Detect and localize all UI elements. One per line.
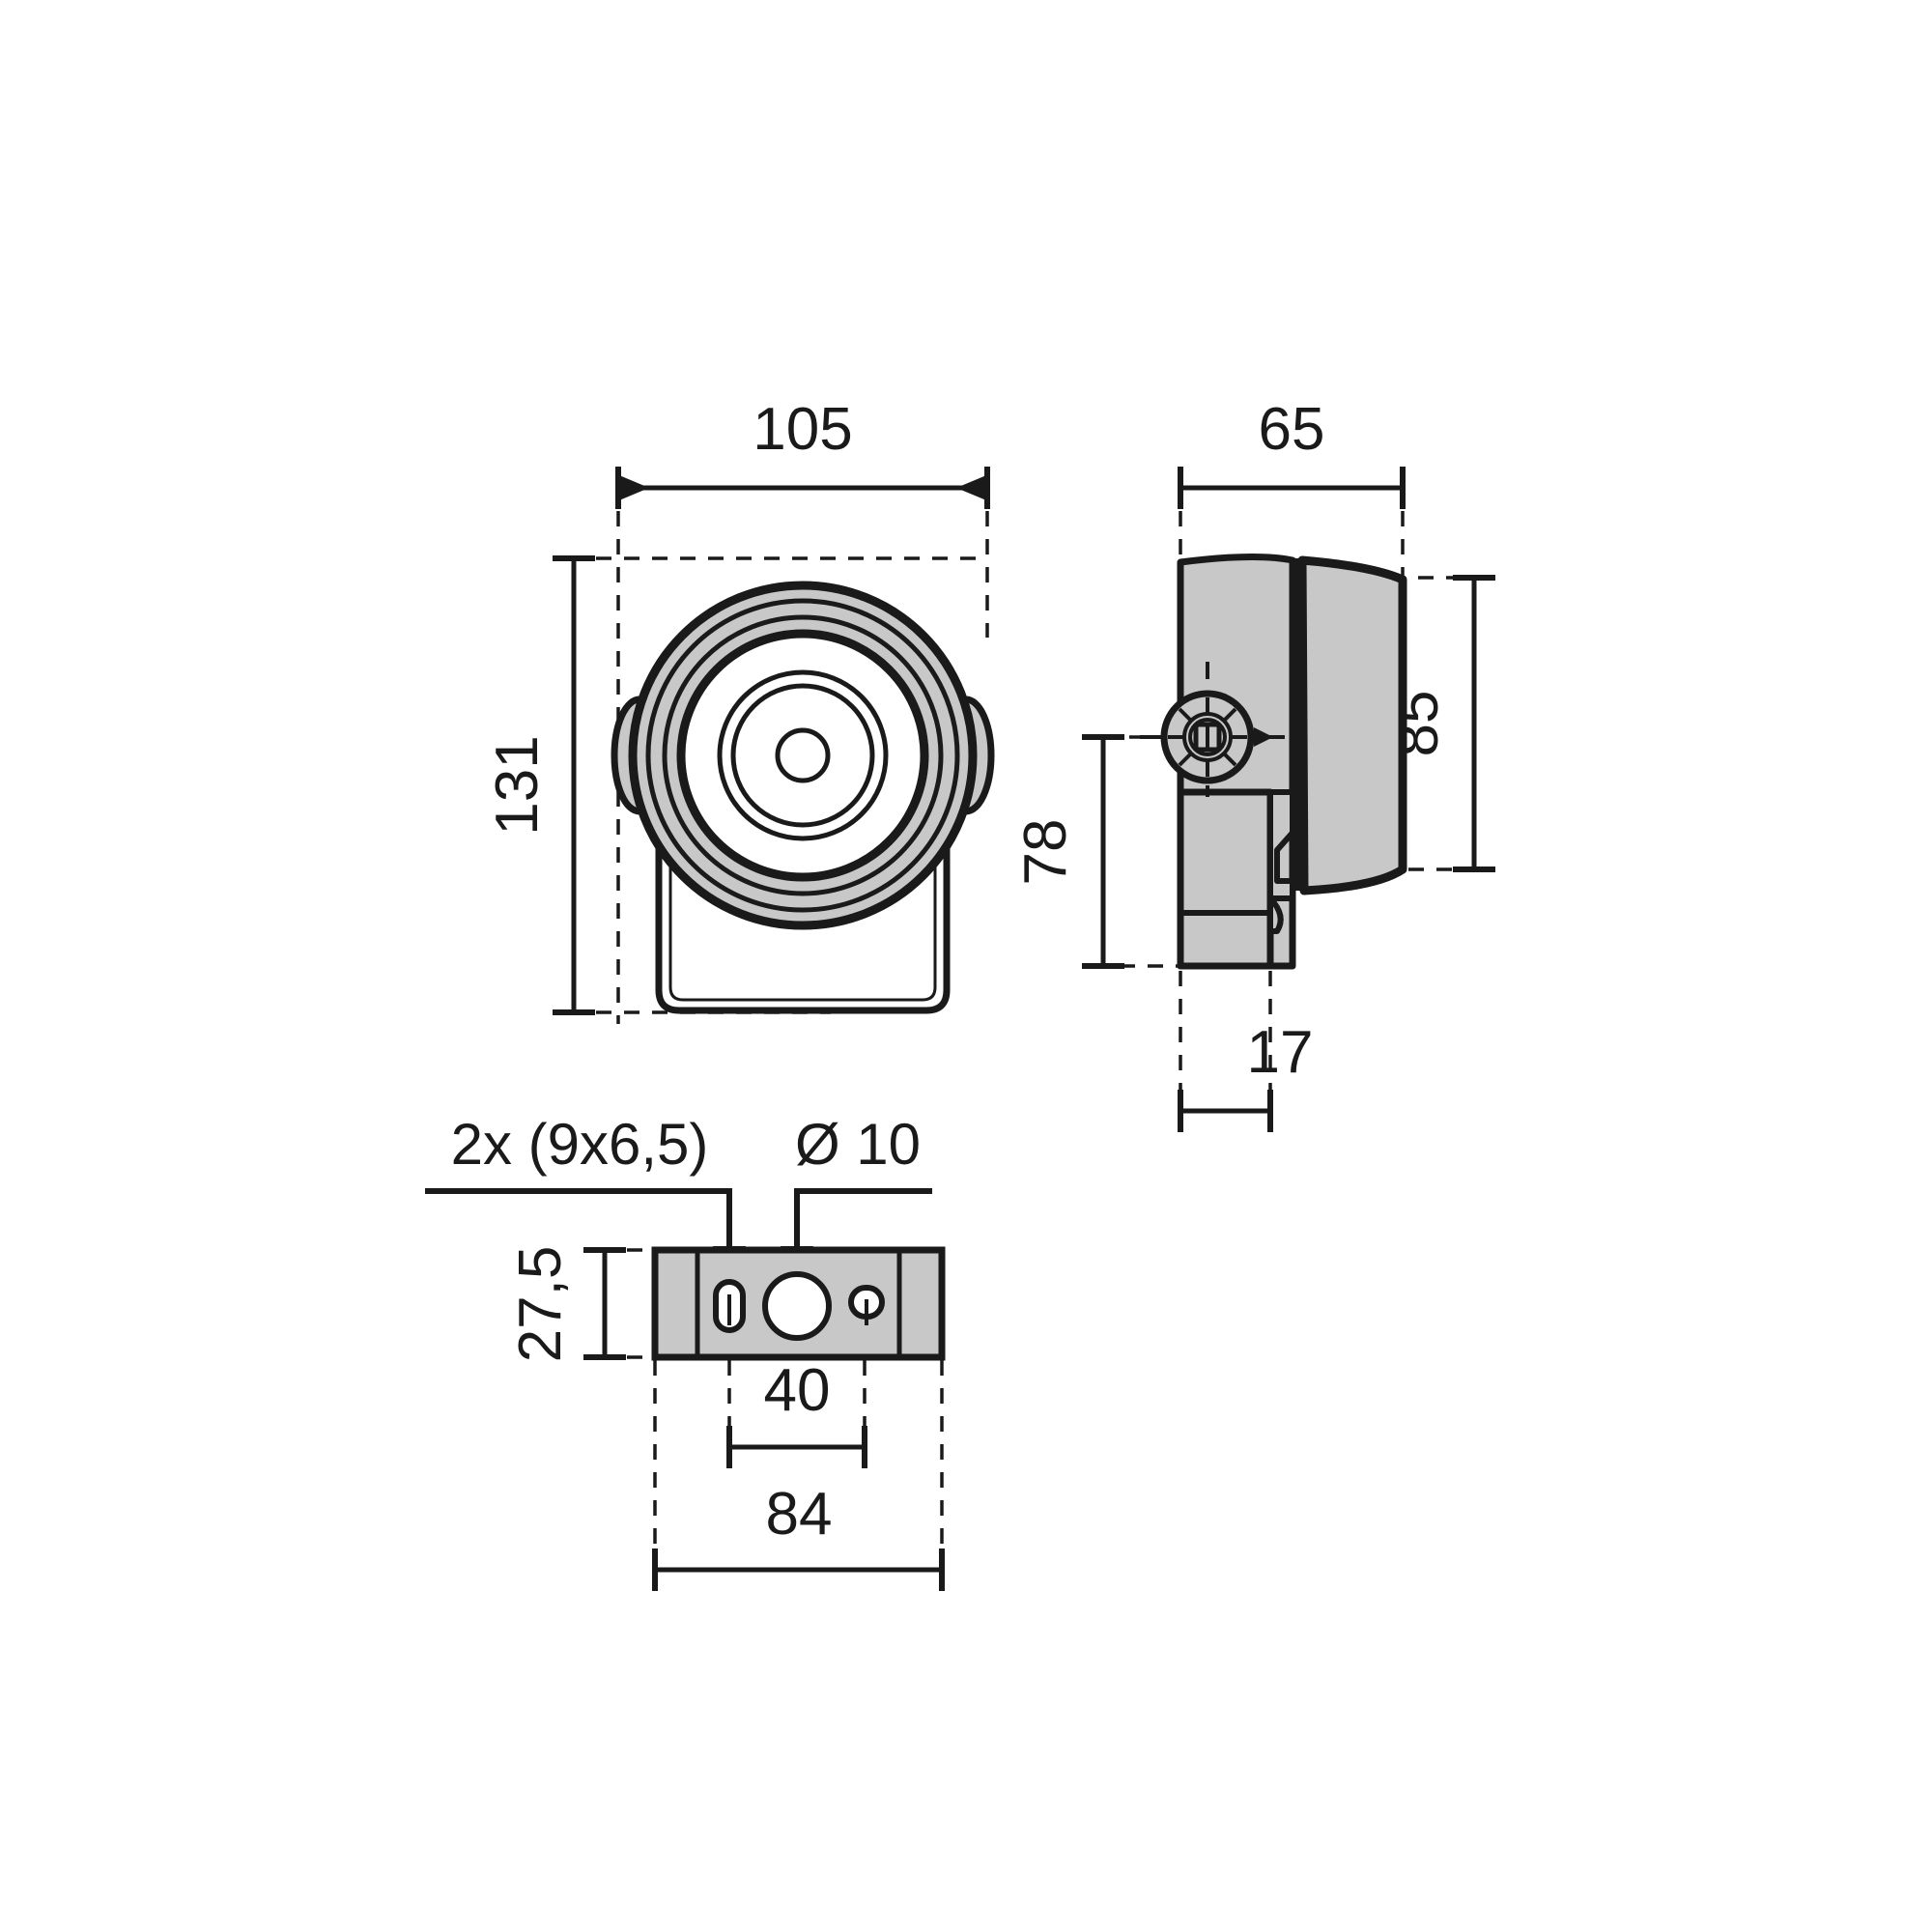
plate-callouts: 2x (9x6,5) Ø 10 — [425, 1112, 932, 1285]
front-view-group: 105 131 — [484, 396, 995, 1024]
dimension-label-105: 105 — [753, 396, 852, 463]
slot-callout-label: 2x (9x6,5) — [451, 1112, 709, 1177]
front-view-extension-lines — [568, 483, 989, 1024]
dimension-65: 65 — [1178, 396, 1406, 509]
dimension-17: 17 — [1178, 1019, 1314, 1132]
slot-centre-marks — [727, 1294, 868, 1325]
knob-pointer-arrow — [1254, 727, 1273, 747]
dimension-label-17: 17 — [1247, 1019, 1314, 1086]
dimension-131: 131 — [484, 555, 595, 1015]
dimension-label-84: 84 — [766, 1481, 833, 1548]
side-view-pivot-knob — [1140, 662, 1285, 797]
cable-entry-hole — [762, 1271, 832, 1341]
hole-callout-label: Ø 10 — [795, 1112, 921, 1177]
dimension-label-131: 131 — [484, 735, 551, 835]
dimension-105: 105 — [615, 396, 990, 509]
side-view-group: 65 85 78 17 — [1012, 396, 1495, 1132]
mounting-plate-view-group: 2x (9x6,5) Ø 10 27,5 — [425, 1112, 946, 1591]
front-view-lamp-head — [611, 581, 995, 930]
dimension-84: 84 — [652, 1481, 945, 1591]
dimension-label-78: 78 — [1012, 819, 1079, 886]
dimension-label-65: 65 — [1259, 396, 1325, 463]
dimension-275: 27,5 — [507, 1246, 626, 1363]
dimension-40: 40 — [726, 1357, 867, 1468]
dimension-label-275: 27,5 — [507, 1246, 574, 1363]
mounting-plate-body — [651, 1246, 946, 1361]
dimension-78: 78 — [1012, 734, 1124, 969]
dimension-label-40: 40 — [764, 1357, 831, 1424]
